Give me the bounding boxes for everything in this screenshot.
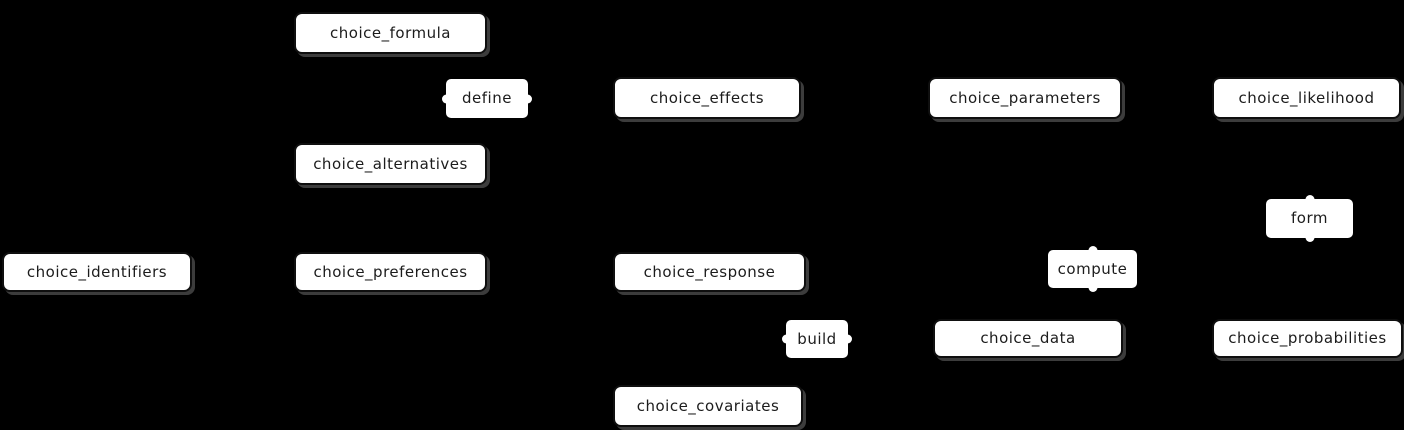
node-label: choice_alternatives <box>313 154 468 173</box>
node-choice_response: choice_response <box>613 252 806 292</box>
node-choice_identifiers: choice_identifiers <box>2 252 192 292</box>
node-choice_probabilities: choice_probabilities <box>1212 319 1403 358</box>
edge-label-text: form <box>1291 209 1328 227</box>
edge-label-compute: compute <box>1048 250 1137 288</box>
node-choice_preferences: choice_preferences <box>294 252 487 292</box>
edge-label-text: compute <box>1057 259 1128 278</box>
node-choice_likelihood: choice_likelihood <box>1212 77 1401 119</box>
node-choice_alternatives: choice_alternatives <box>294 143 487 185</box>
node-choice_data: choice_data <box>933 319 1123 358</box>
node-label: choice_identifiers <box>26 262 168 281</box>
node-choice_effects: choice_effects <box>613 77 801 119</box>
node-label: choice_parameters <box>949 88 1101 107</box>
edge-label-define: define <box>446 79 528 118</box>
node-label: choice_response <box>643 262 776 281</box>
node-label: choice_probabilities <box>1228 329 1387 347</box>
node-choice_covariates: choice_covariates <box>613 385 803 427</box>
node-label: choice_covariates <box>636 396 780 415</box>
node-label: choice_formula <box>330 23 451 42</box>
node-label: choice_data <box>980 329 1076 347</box>
node-choice_parameters: choice_parameters <box>928 77 1122 119</box>
node-choice_formula: choice_formula <box>294 12 487 54</box>
node-label: choice_effects <box>649 88 765 107</box>
edge-label-form: form <box>1266 199 1353 238</box>
edge-label-text: build <box>797 329 837 348</box>
edge-label-text: define <box>462 89 512 107</box>
node-label: choice_preferences <box>313 262 468 281</box>
edge-label-build: build <box>786 320 848 358</box>
node-label: choice_likelihood <box>1238 88 1375 107</box>
